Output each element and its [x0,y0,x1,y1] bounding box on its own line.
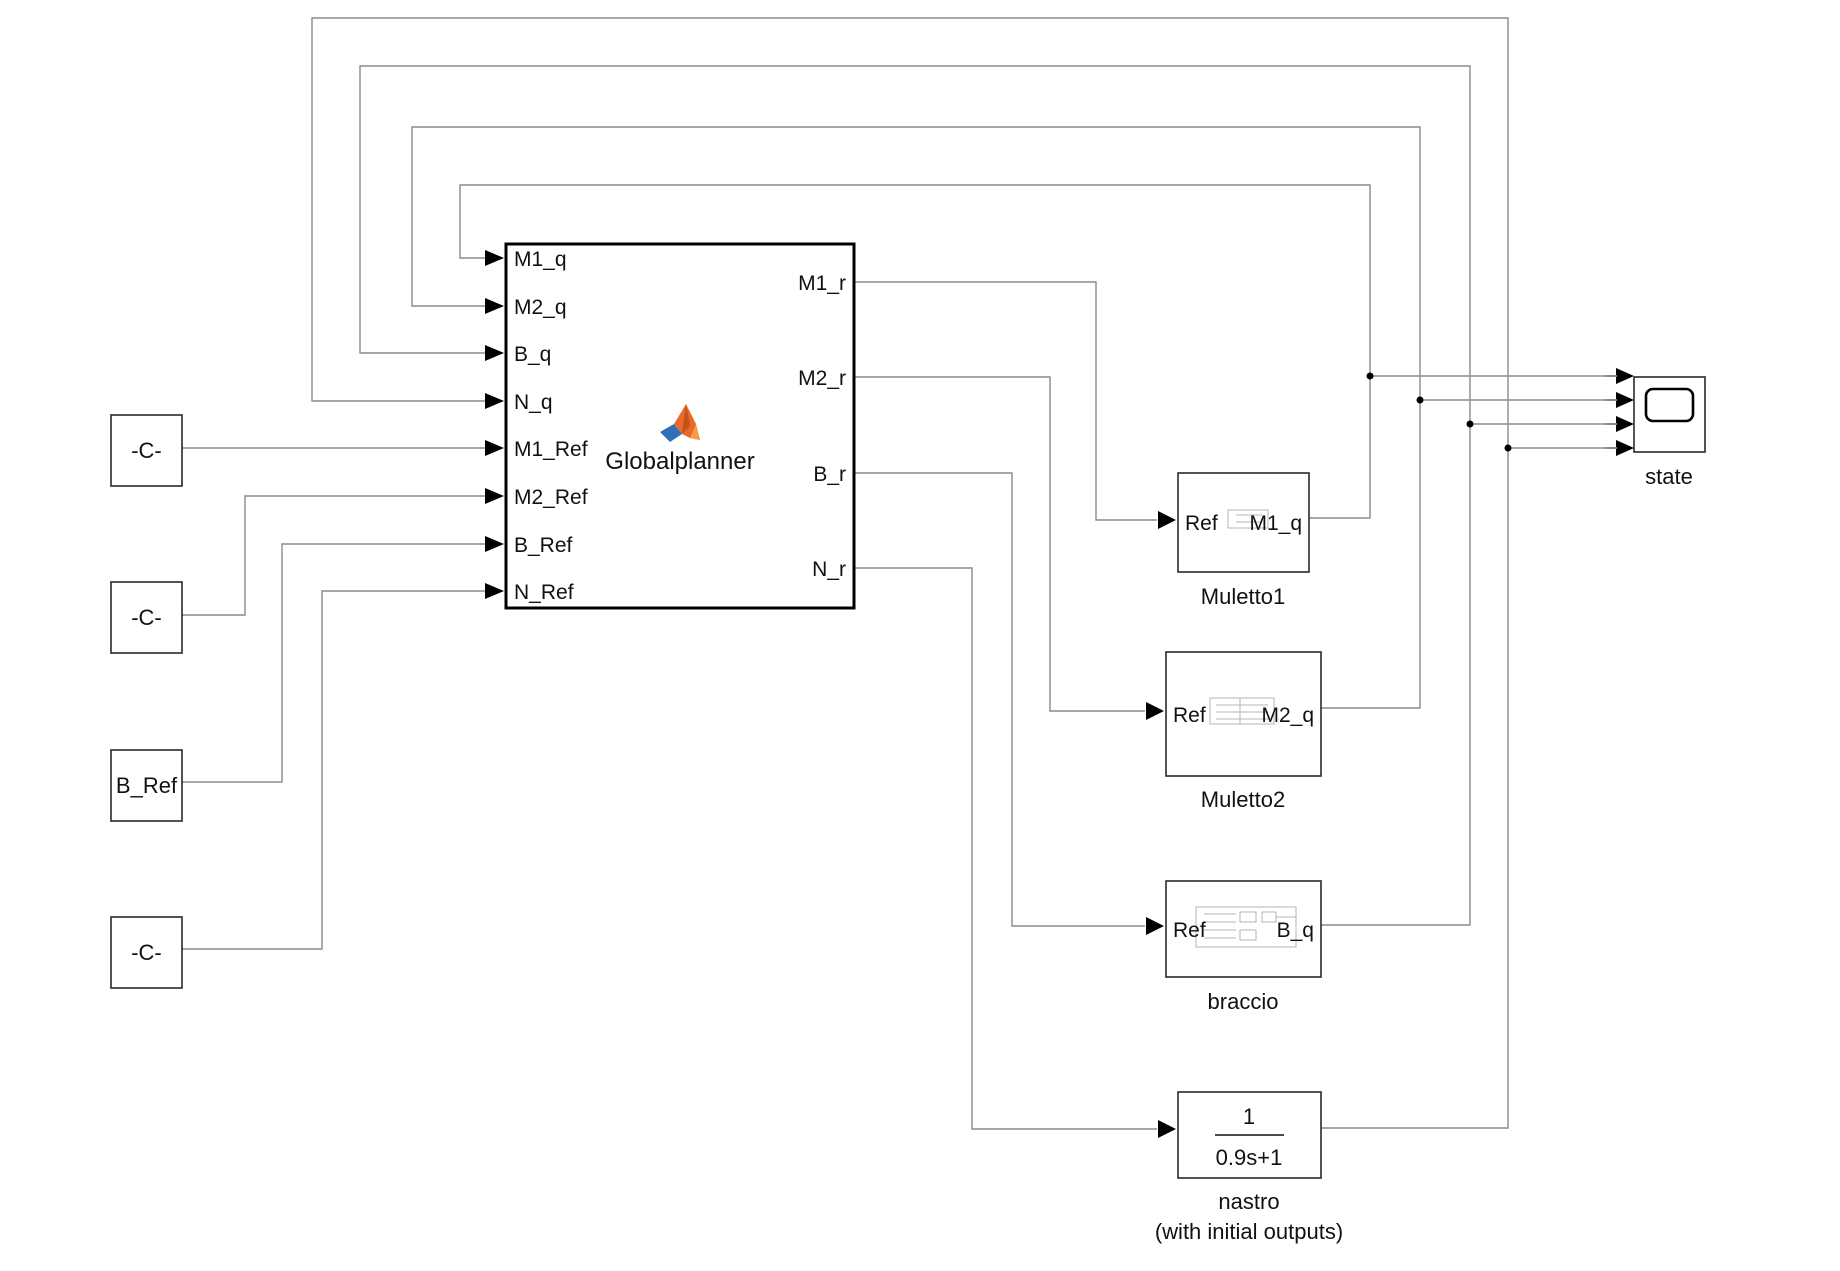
nastro-name: nastro [1218,1189,1279,1214]
arrow-scope-3 [1616,416,1634,432]
arrow-m1q [485,250,504,266]
matlab-logo-icon [660,404,700,442]
subsystem-thumbnail [1227,509,1269,529]
arrow-scope-1 [1616,368,1634,384]
arrow-m2ref [485,488,504,504]
arrow-bref [485,536,504,552]
wire-m1-r[interactable] [850,281,1157,521]
constant-value: B_Ref [116,773,178,798]
arrow-muletto1-in [1158,511,1176,529]
constant-block-2[interactable]: -C- [110,581,183,654]
muletto2-name: Muletto2 [1201,787,1285,812]
wire-bq-feedback[interactable] [359,65,1471,926]
braccio-name: braccio [1208,989,1279,1014]
arrowheads [485,250,1634,1138]
port-m2-r: M2_r [798,367,846,390]
constant-value: -C- [131,940,162,965]
reference-wires [181,447,490,950]
arrow-scope-4 [1616,440,1634,456]
muletto2-block[interactable]: Ref M2_q Muletto2 [1165,651,1322,812]
output-wires [850,281,1157,1130]
constant-value: -C- [131,438,162,463]
constant-block-4[interactable]: -C- [110,916,183,989]
constant-block-1[interactable]: -C- [110,414,183,487]
tf-denominator: 0.9s+1 [1216,1145,1283,1170]
wire-n-ref[interactable] [181,590,490,950]
wire-m2q-feedback[interactable] [411,126,1421,709]
scope-block[interactable]: state [1633,376,1706,489]
constant-block-b-ref[interactable]: B_Ref [110,749,183,822]
muletto2-in-port: Ref [1173,704,1206,727]
muletto1-in-port: Ref [1185,512,1218,535]
branch-dot-1 [1366,372,1374,380]
port-b-q: B_q [514,343,551,366]
wire-n-r[interactable] [850,567,1157,1130]
port-m1-r: M1_r [798,272,846,295]
tf-numerator: 1 [1243,1104,1255,1129]
scope-name: state [1645,464,1693,489]
port-b-r: B_r [813,463,846,486]
arrow-m1ref [485,440,504,456]
nastro-subtitle: (with initial outputs) [1155,1219,1343,1244]
wire-m2-ref[interactable] [181,495,490,616]
braccio-in-port: Ref [1173,919,1206,942]
branch-dot-2 [1416,396,1424,404]
wire-m2-r[interactable] [850,376,1145,712]
arrow-braccio-in [1146,917,1164,935]
feedback-wires [311,17,1605,1129]
wire-m1q-feedback[interactable] [459,184,1371,519]
arrow-muletto2-in [1146,702,1164,720]
port-n-ref: N_Ref [514,581,574,604]
globalplanner-block[interactable]: M1_q M2_q B_q N_q M1_Ref M2_Ref B_Ref N_… [504,242,856,610]
wire-nq-feedback[interactable] [311,17,1509,1129]
braccio-out-port: B_q [1277,919,1314,942]
arrow-bq [485,345,504,361]
arrow-m2q [485,298,504,314]
port-n-q: N_q [514,391,553,414]
muletto2-out-port: M2_q [1261,704,1314,727]
branch-dot-4 [1504,444,1512,452]
port-m1-ref: M1_Ref [514,438,588,461]
port-b-ref: B_Ref [514,534,573,557]
arrow-nastro-in [1158,1120,1176,1138]
muletto1-name: Muletto1 [1201,584,1285,609]
nastro-block[interactable]: 1 0.9s+1 nastro (with initial outputs) [1155,1091,1343,1244]
arrow-scope-2 [1616,392,1634,408]
subsystem-thumbnail [1209,697,1275,725]
port-m1-q: M1_q [514,248,567,271]
branch-dot-3 [1466,420,1474,428]
constant-value: -C- [131,605,162,630]
braccio-block[interactable]: Ref B_q braccio [1165,880,1322,1014]
muletto1-block[interactable]: Ref M1_q Muletto1 [1177,472,1310,609]
wire-b-ref[interactable] [181,543,490,783]
port-n-r: N_r [812,558,846,581]
muletto1-out-port: M1_q [1249,512,1302,535]
subsystem-thumbnail [1195,906,1297,948]
scope-screen-icon [1644,387,1695,423]
port-m2-ref: M2_Ref [514,486,588,509]
wire-b-r[interactable] [850,472,1145,927]
port-m2-q: M2_q [514,296,567,319]
arrow-nref [485,583,504,599]
arrow-nq [485,393,504,409]
globalplanner-title: Globalplanner [605,448,754,475]
